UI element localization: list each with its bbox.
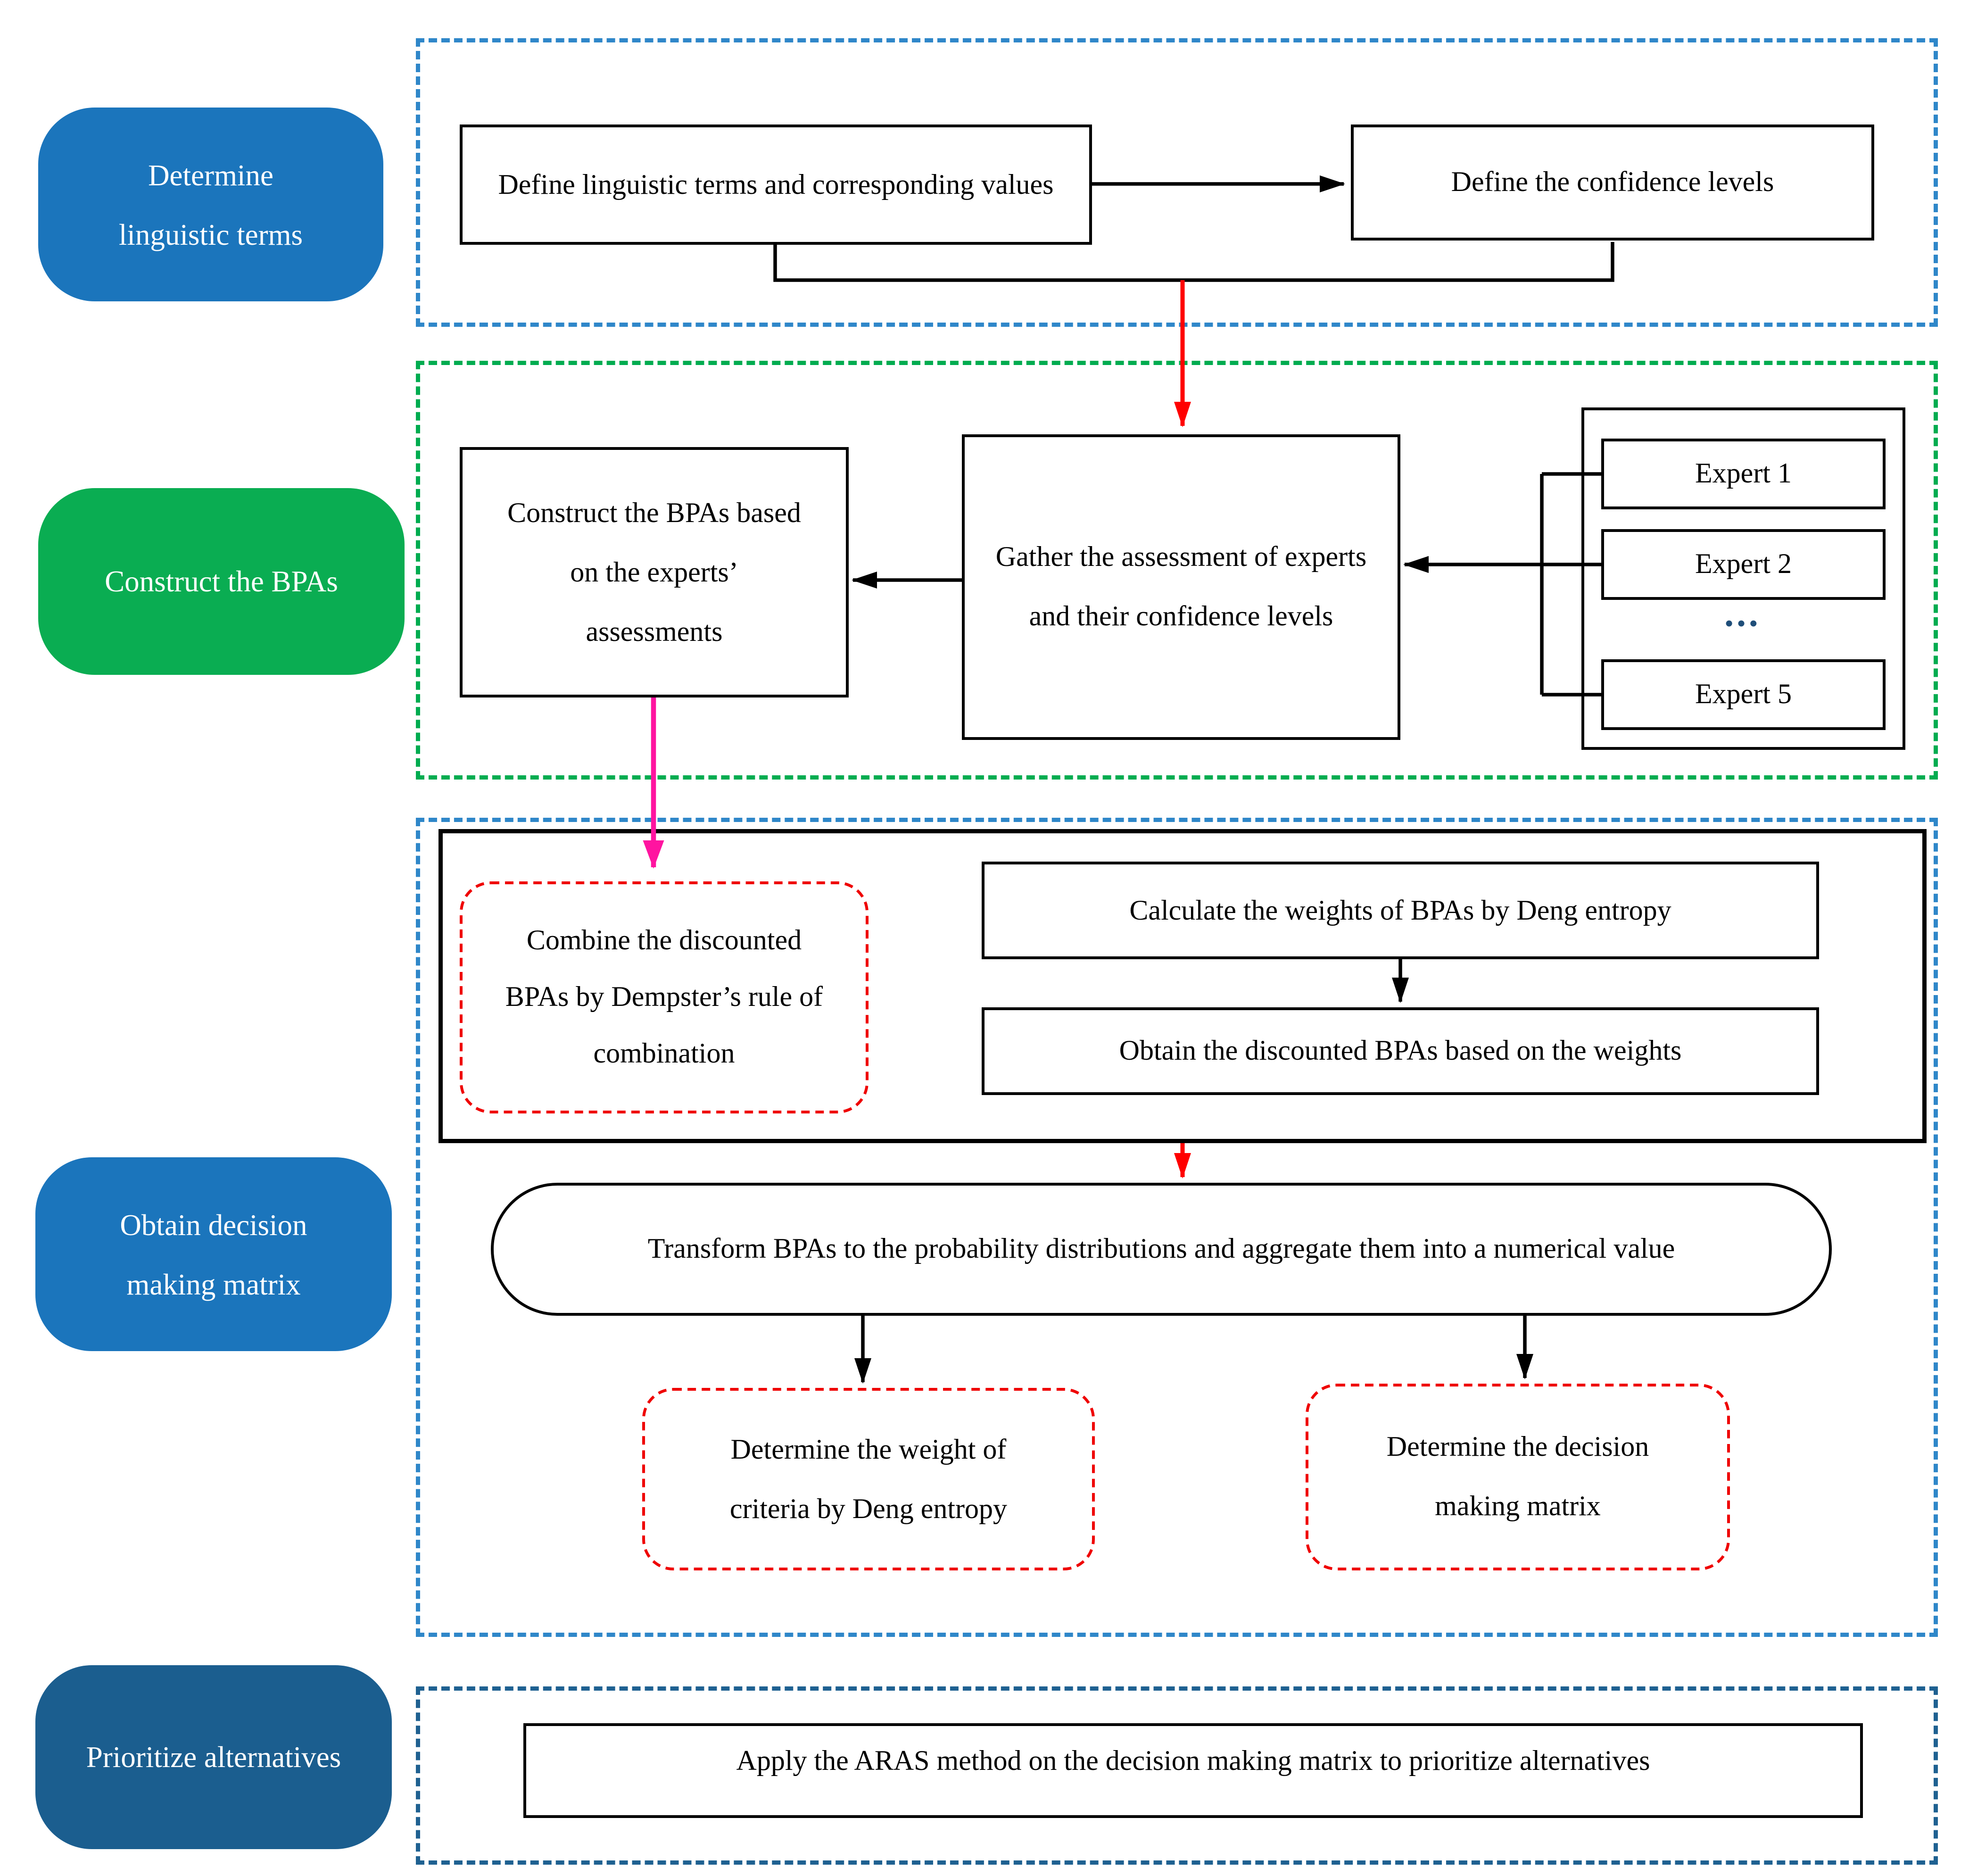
stage-label-text: Determine linguistic terms — [118, 158, 303, 251]
node-determine-decision-matrix: Determine the decision making matrix — [1306, 1384, 1730, 1570]
section-determine-linguistic-terms — [416, 38, 1938, 327]
node-apply-aras: Apply the ARAS method on the decision ma… — [523, 1723, 1863, 1818]
node-determine-weight-of-criteria: Determine the weight of criteria by Deng… — [642, 1388, 1095, 1570]
node-expert-1: Expert 1 — [1601, 439, 1886, 509]
stage-label-construct-the-bpas: Construct the BPAs — [38, 488, 405, 675]
section-obtain-decision-making-matrix — [416, 818, 1938, 1637]
node-transform-bpas: Transform BPAs to the probability distri… — [491, 1183, 1832, 1316]
node-text: Determine the decision making matrix — [1386, 1432, 1649, 1522]
stage-label-text: Construct the BPAs — [105, 564, 338, 598]
stage-label-determine-linguistic-terms: Determine linguistic terms — [38, 108, 383, 301]
section-construct-the-bpas — [416, 361, 1938, 780]
node-expert-2: Expert 2 — [1601, 529, 1886, 600]
node-text: Calculate the weights of BPAs by Deng en… — [1129, 895, 1671, 926]
stage-label-text: Prioritize alternatives — [86, 1740, 341, 1774]
node-gather-assessment: Gather the assessment of experts and the… — [962, 434, 1400, 740]
stage-label-prioritize-alternatives: Prioritize alternatives — [35, 1665, 392, 1849]
section-prioritize-alternatives — [416, 1686, 1938, 1865]
node-text: Obtain the discounted BPAs based on the … — [1119, 1036, 1682, 1067]
node-text: Expert 2 — [1695, 549, 1792, 580]
node-text: Combine the discounted BPAs by Dempster’… — [505, 925, 823, 1070]
node-expert-5: Expert 5 — [1601, 659, 1886, 730]
node-text: Transform BPAs to the probability distri… — [647, 1234, 1675, 1265]
node-text: Determine the weight of criteria by Deng… — [729, 1434, 1008, 1525]
node-define-confidence-levels: Define the confidence levels — [1351, 125, 1874, 241]
stage-label-text: Obtain decision making matrix — [120, 1207, 307, 1301]
node-combine-discounted-bpas: Combine the discounted BPAs by Dempster’… — [460, 881, 869, 1113]
node-text: Define linguistic terms and correspondin… — [498, 169, 1054, 200]
node-define-linguistic-terms: Define linguistic terms and correspondin… — [460, 125, 1092, 245]
node-calculate-weights: Calculate the weights of BPAs by Deng en… — [982, 862, 1819, 959]
experts-ellipsis: ••• — [1725, 613, 1762, 637]
node-text: Expert 5 — [1695, 679, 1792, 710]
node-construct-bpas: Construct the BPAs based on the experts’… — [460, 447, 849, 697]
node-text: Expert 1 — [1695, 458, 1792, 490]
node-obtain-discounted-bpas: Obtain the discounted BPAs based on the … — [982, 1007, 1819, 1095]
node-text: Gather the assessment of experts and the… — [995, 542, 1367, 632]
stage-label-obtain-decision-making-matrix: Obtain decision making matrix — [35, 1157, 392, 1351]
node-text: Define the confidence levels — [1451, 167, 1774, 198]
node-text: Construct the BPAs based on the experts’… — [507, 497, 801, 647]
node-text: Apply the ARAS method on the decision ma… — [736, 1746, 1650, 1777]
